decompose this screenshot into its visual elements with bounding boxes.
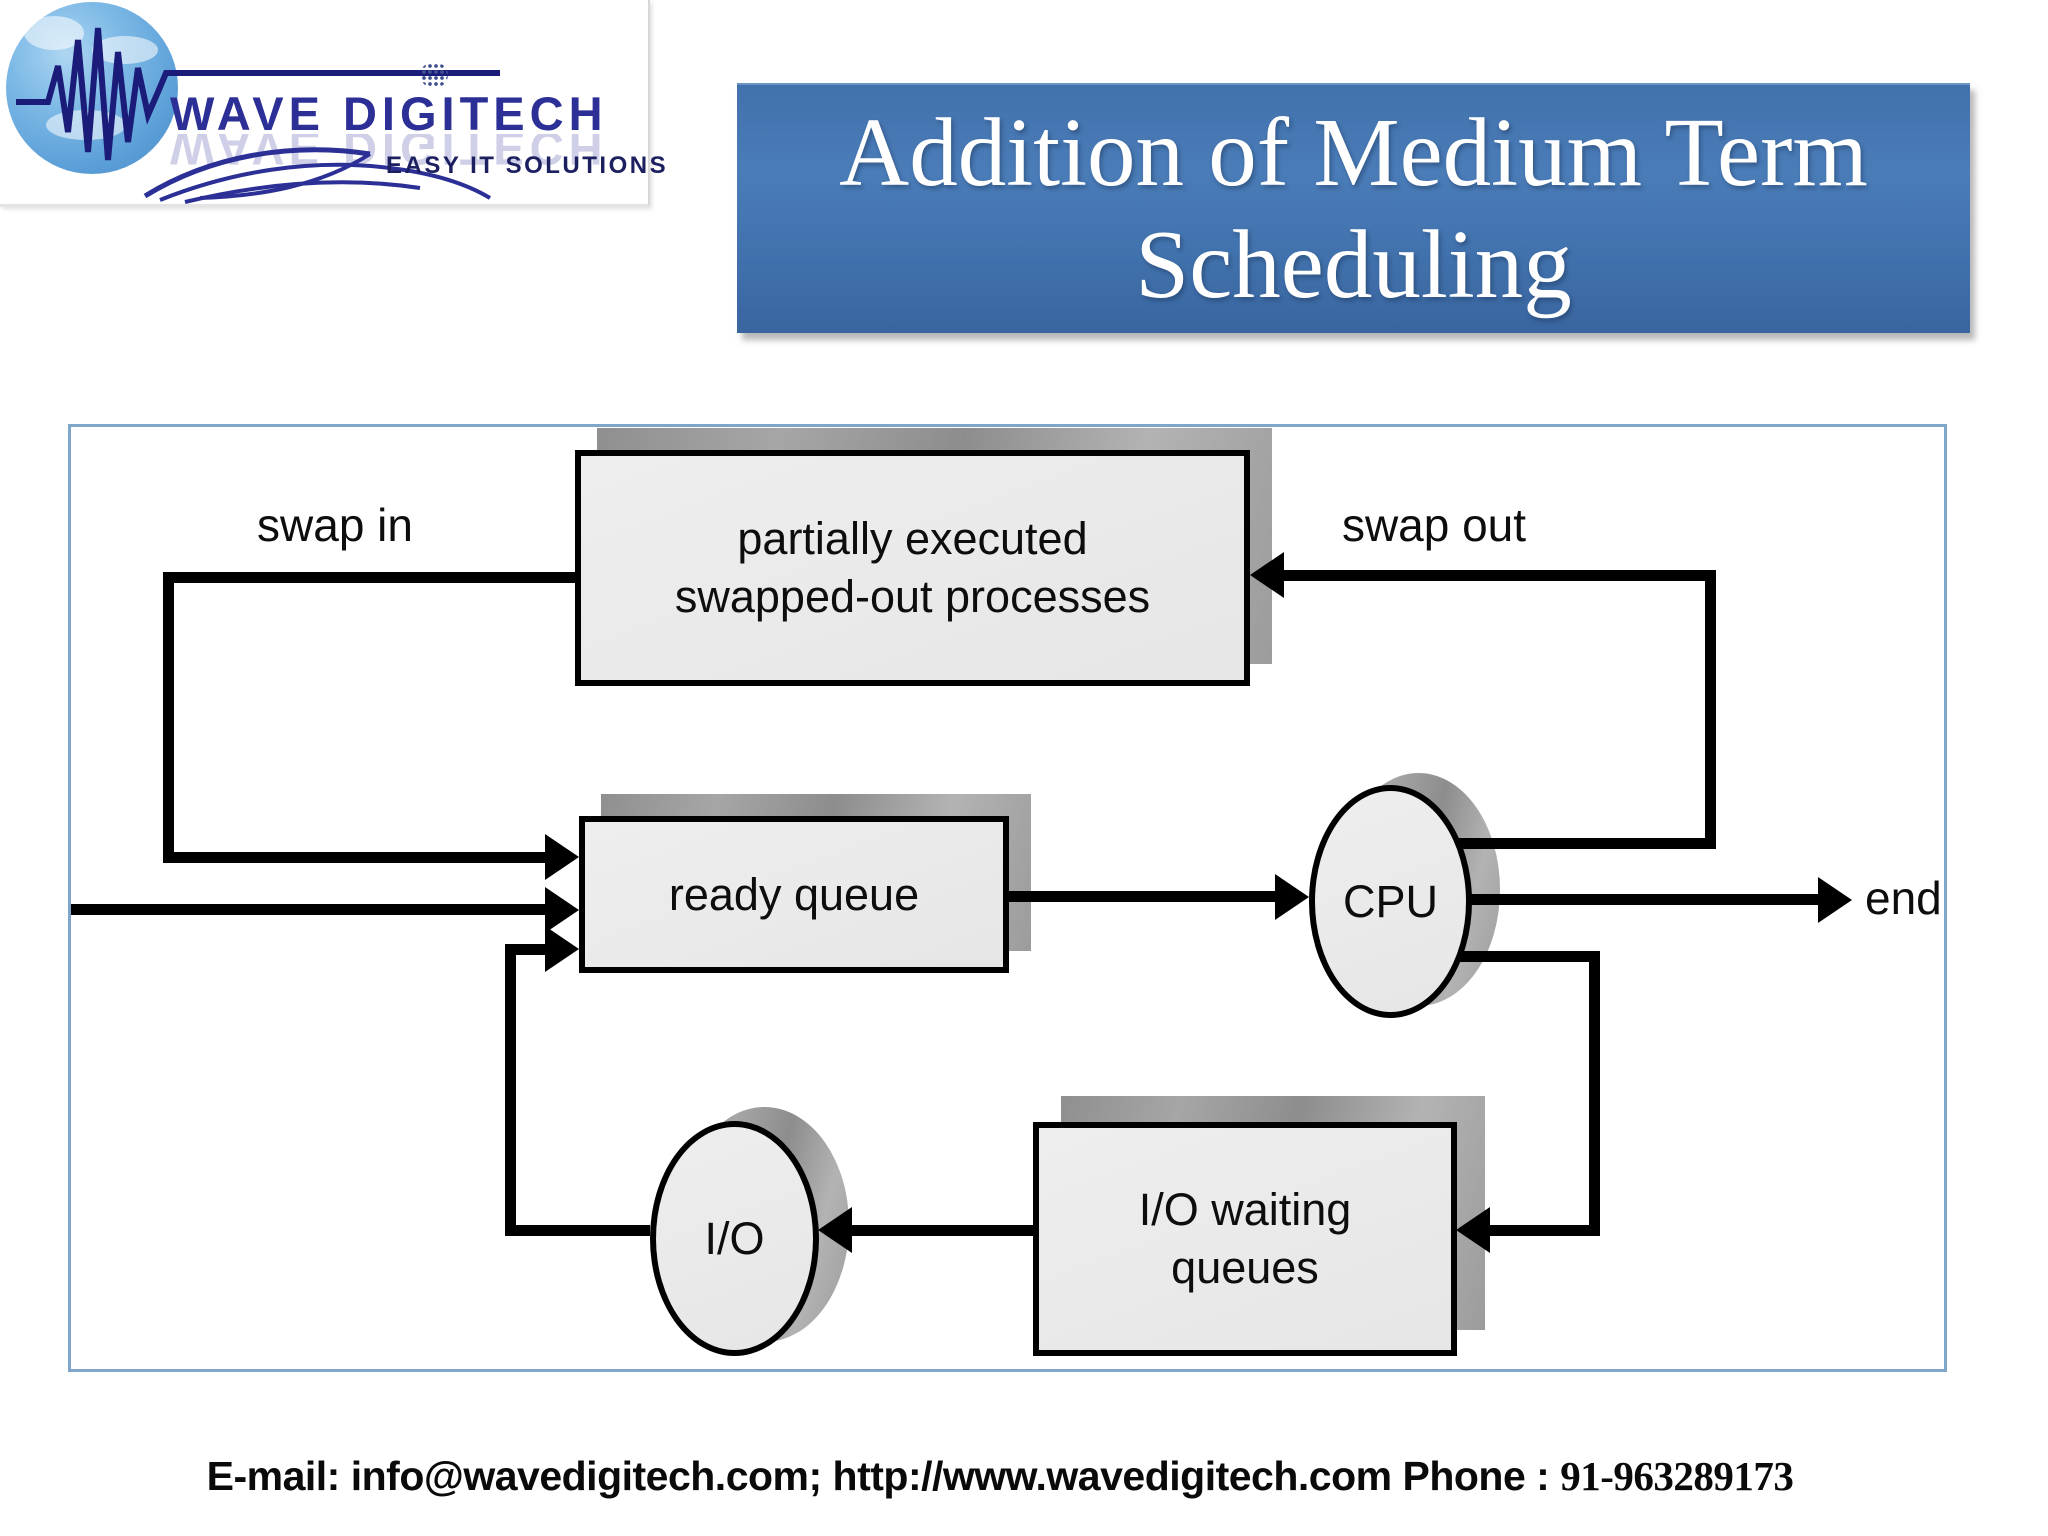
- swapped-box-label-line1: partially executed: [737, 513, 1088, 564]
- arrowhead-swap-in-to-ready-queue: [545, 834, 579, 880]
- arrowhead-cpu-to-waiting: [1456, 1207, 1490, 1253]
- swap-in-line-top: [163, 572, 575, 583]
- slide-title-line2: Scheduling: [1135, 211, 1572, 318]
- footer-contact-main: E-mail: info@wavedigitech.com; http://ww…: [206, 1453, 1526, 1499]
- end-label: end: [1865, 872, 1942, 924]
- io-waiting-label-line2: queues: [1171, 1242, 1319, 1293]
- cpu-to-end-line: [1465, 894, 1818, 905]
- arrowhead-io-to-ready-queue: [545, 926, 579, 972]
- swap-out-label: swap out: [1341, 499, 1527, 551]
- logo: WAVE DIGITECH WAVE DIGITECH EASY IT SOLU…: [0, 0, 666, 207]
- footer-contact: E-mail: info@wavedigitech.com; http://ww…: [0, 1452, 2000, 1500]
- io-label: I/O: [704, 1212, 765, 1264]
- globe-continent-shape: [24, 16, 84, 50]
- arrowhead-swap-out-to-swapped-box: [1250, 552, 1284, 598]
- arrowhead-ready-to-cpu: [1275, 874, 1309, 920]
- waveform-icon: [16, 27, 500, 161]
- ready-queue-label: ready queue: [668, 868, 920, 920]
- swap-in-line-vertical: [163, 572, 174, 863]
- ready-to-cpu-line: [1008, 891, 1275, 902]
- swoosh-icon: [143, 147, 492, 204]
- brand-tagline: EASY IT SOLUTIONS: [386, 152, 669, 179]
- swap-in-line-bottom: [163, 852, 545, 863]
- down-to-waiting-line: [1490, 1225, 1600, 1236]
- cpu-down-line: [1455, 951, 1600, 962]
- cpu-node: CPU: [1309, 785, 1472, 1018]
- swap-in-label: swap in: [257, 499, 413, 551]
- arrowhead-entry-to-ready-queue: [545, 887, 579, 933]
- io-waiting-label-line1: I/O waiting: [1138, 1184, 1352, 1235]
- swapped-box-label-line2: swapped-out processes: [674, 571, 1151, 622]
- entry-line: [71, 904, 545, 915]
- waiting-to-io-line: [852, 1225, 1033, 1236]
- swap-out-line-top: [1284, 570, 1716, 581]
- io-return-stub: [505, 944, 545, 955]
- swap-out-line-vertical: [1705, 570, 1716, 849]
- io-return-vertical: [505, 944, 516, 1236]
- io-waiting-queues-box: I/O waiting queues: [1033, 1122, 1457, 1356]
- cpu-down-vertical: [1589, 951, 1600, 1236]
- dotted-sphere-icon: [420, 62, 448, 88]
- title-banner: Addition of Medium Term Scheduling: [737, 83, 1970, 333]
- arrowhead-waiting-to-io: [818, 1207, 852, 1253]
- io-node: I/O: [650, 1121, 819, 1356]
- io-out-line: [505, 1225, 650, 1236]
- brand-name: WAVE DIGITECH: [170, 87, 608, 140]
- cpu-label: CPU: [1342, 875, 1438, 927]
- footer-phone-number: 91-963289173: [1560, 1453, 1794, 1499]
- swap-out-line-bottom: [1458, 838, 1716, 849]
- slide-title-line1: Addition of Medium Term: [839, 99, 1868, 206]
- swapped-processes-box: partially executed swapped-out processes: [575, 450, 1250, 686]
- arrowhead-cpu-to-end: [1818, 877, 1852, 923]
- ready-queue-box: ready queue: [579, 816, 1009, 973]
- footer-contact-separator: :: [1525, 1453, 1561, 1499]
